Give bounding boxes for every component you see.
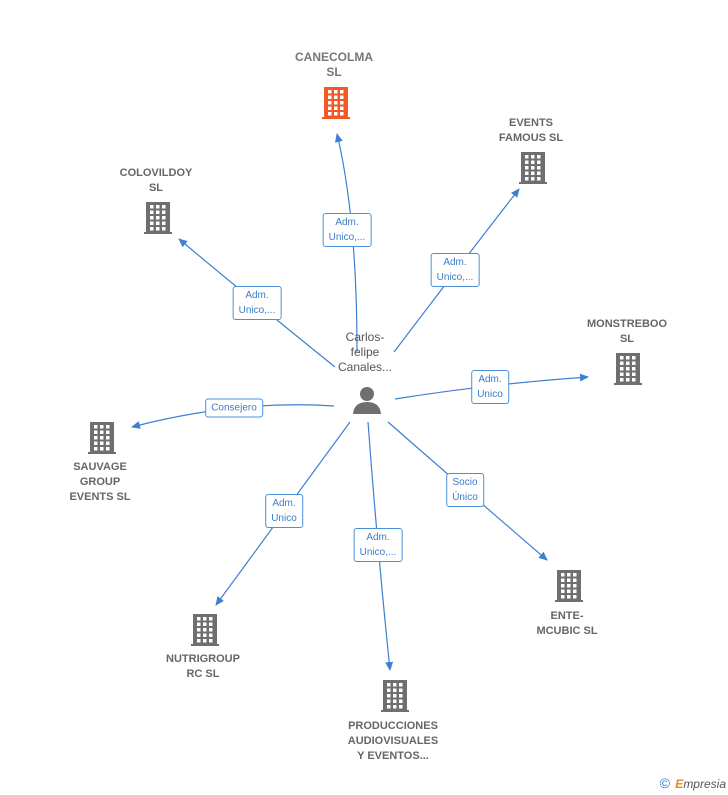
company-label-line: ENTE- [550,610,584,622]
building-icon-monstreboo[interactable] [614,353,642,385]
company-label-line: EVENTS SL [69,491,131,503]
edge-label-line: Adm. [366,532,390,543]
building-icon-events-famous[interactable] [519,152,547,184]
edge-label-line: Unico,... [436,272,474,283]
building-icon-nutrigroup[interactable] [191,614,219,646]
footer-brand: © Empresia [660,775,726,791]
company-label-line: RC SL [186,668,220,680]
company-label-colovildoy[interactable]: COLOVILDOY SL [120,166,193,196]
company-label-monstreboo[interactable]: MONSTREBOO SL [587,317,667,347]
company-label-line: GROUP [79,476,121,488]
edge-label-sauvage[interactable]: Consejero [205,398,263,418]
company-label-sauvage[interactable]: SAUVAGE GROUP EVENTS SL [69,460,130,505]
edge-label-producciones[interactable]: Adm. Unico,... [353,528,403,562]
building-icon-producciones[interactable] [381,680,409,712]
edge-label-line: Unico [271,513,297,524]
company-label-line: MCUBIC SL [536,625,598,637]
edge-label-line: Adm. [443,257,467,268]
building-icon-canecolma[interactable] [322,87,350,119]
building-icon-sauvage[interactable] [88,422,116,454]
edge-label-line: Unico,... [328,232,366,243]
company-label-nutrigroup[interactable]: NUTRIGROUP RC SL [166,652,240,682]
edge-label-nutrigroup[interactable]: Adm. Unico [265,494,303,528]
edge-label-line: Adm. [272,498,296,509]
edge-label-line: Adm. [245,290,269,301]
person-icon[interactable] [353,387,381,414]
person-name-line: Canales... [337,360,393,374]
edge-label-line: Unico [477,389,503,400]
edge-label-monstreboo[interactable]: Adm. Unico [471,370,509,404]
company-label-line: Y EVENTOS... [357,750,429,762]
edge-label-events-famous[interactable]: Adm. Unico,... [430,253,480,287]
brand-logo-initial: E [675,777,684,791]
copyright-icon: © [659,775,670,791]
company-label-line: AUDIOVISUALES [347,735,439,747]
building-icon-colovildoy[interactable] [144,202,172,234]
person-name-line: felipe [350,345,380,359]
brand-logo-text: mpresia [683,777,726,791]
company-label-line: SL [619,333,635,345]
company-label-producciones[interactable]: PRODUCCIONES AUDIOVISUALES Y EVENTOS... [348,719,438,764]
person-name-line: Carlos- [345,330,385,344]
company-label-line: PRODUCCIONES [348,720,438,732]
company-label-line: NUTRIGROUP [166,653,240,665]
building-icon-ente-mcubic[interactable] [555,570,583,602]
company-label-line: MONSTREBOO [586,318,668,330]
company-label-line: COLOVILDOY [119,167,193,179]
edge-label-line: Único [452,492,478,503]
company-label-line: SAUVAGE [73,461,127,473]
edge-label-line: Consejero [211,402,257,414]
company-label-events-famous[interactable]: EVENTS FAMOUS SL [499,116,563,146]
company-label-line: EVENTS [508,117,554,129]
company-label-line: SL [148,182,164,194]
edge-label-line: Unico,... [238,305,276,316]
edge-label-line: Adm. [478,374,502,385]
company-label-line: SL [326,65,342,79]
edge-label-line: Unico,... [359,547,397,558]
company-label-line: CANECOLMA [295,50,373,64]
company-label-line: FAMOUS SL [498,132,564,144]
edge-label-canecolma[interactable]: Adm. Unico,... [322,213,372,247]
company-label-ente-mcubic[interactable]: ENTE- MCUBIC SL [536,609,597,639]
edge-label-colovildoy[interactable]: Adm. Unico,... [232,286,282,320]
edge-label-line: Adm. [335,217,359,228]
edge-label-line: Socio [452,477,478,488]
